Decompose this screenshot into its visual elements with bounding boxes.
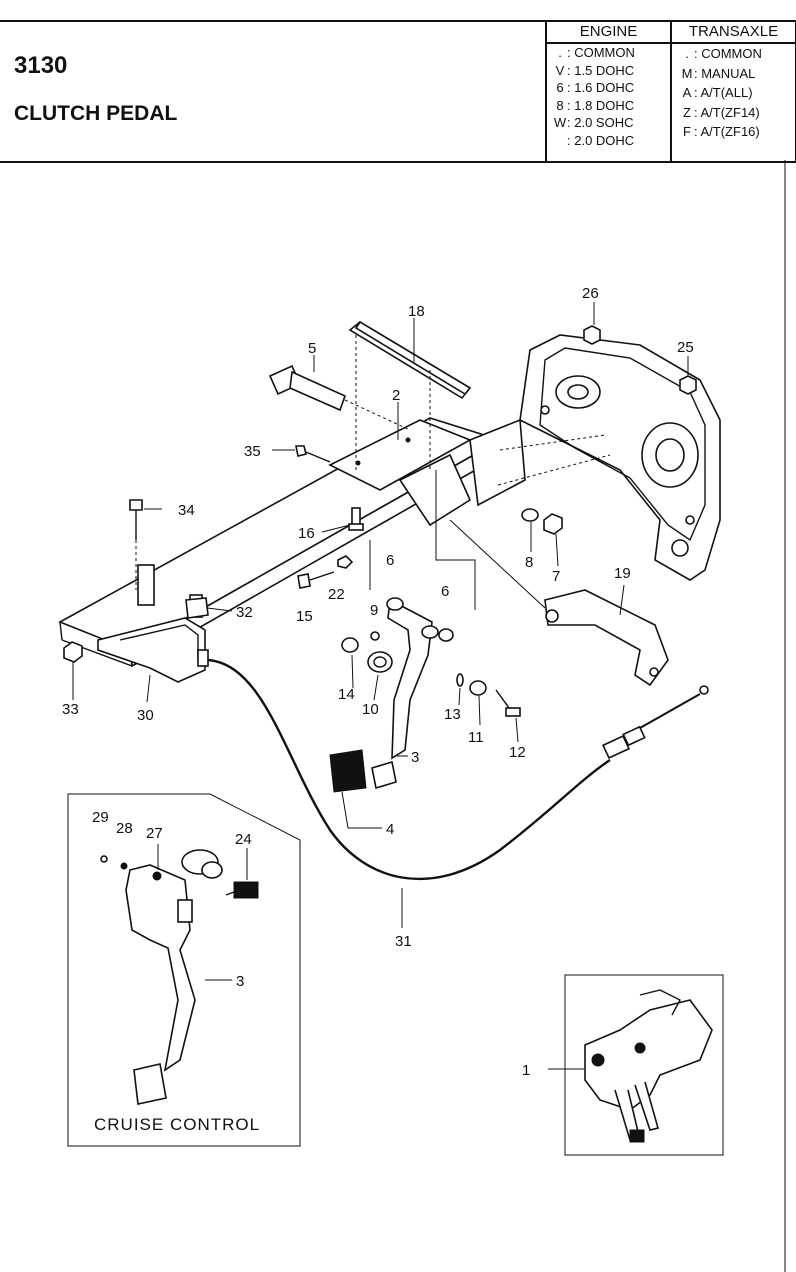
clutch-switch-housing-drawing — [97, 617, 209, 683]
callout-31: 31 — [395, 933, 412, 950]
callout-30: 30 — [137, 707, 154, 724]
callout-32: 32 — [236, 604, 253, 621]
pedal-assembly-drawing — [584, 989, 713, 1143]
callout-4: 4 — [386, 821, 394, 838]
callout-1: 1 — [522, 1062, 530, 1079]
reinforcement-plate-drawing — [348, 320, 472, 470]
pedal-stopper-bracket-drawing — [544, 589, 669, 687]
dash-panel-plate-drawing — [497, 334, 721, 581]
transaxle-row: A: A/T(ALL) — [682, 85, 753, 100]
callout-15: 15 — [296, 608, 313, 625]
engine-row: : 2.0 DOHC — [567, 132, 635, 148]
callout-33: 33 — [62, 701, 79, 718]
washer-drawing — [469, 680, 487, 696]
callout-25: 25 — [677, 339, 694, 356]
cruise-control-caption: CRUISE CONTROL — [94, 1115, 260, 1134]
callout-3: 3 — [411, 749, 419, 766]
callout-35: 35 — [244, 443, 261, 460]
transaxle-row: Z: A/T(ZF14) — [683, 104, 760, 120]
transaxle-legend: TRANSAXLE .: COMMON M: MANUAL A: A/T(ALL… — [672, 20, 795, 162]
code-legend: ENGINE .: COMMON V: 1.5 DOHC 6: 1.6 DOHC… — [545, 20, 796, 162]
washer-drawing — [521, 508, 539, 522]
pivot-bolt-drawing — [268, 364, 411, 431]
bracket-drawing — [185, 597, 209, 619]
callout-6: 6 — [441, 583, 449, 600]
callout-28: 28 — [116, 820, 133, 837]
bushing-drawing — [341, 637, 359, 653]
bolt-drawing — [495, 689, 521, 717]
callout-22: 22 — [328, 586, 345, 603]
callout-labels: 18 5 2 35 34 16 26 25 8 7 19 6 6 9 22 15… — [62, 285, 694, 1079]
bushing-drawing — [438, 628, 454, 642]
assembly-inset — [564, 974, 724, 1156]
nut-drawing — [679, 375, 697, 395]
engine-legend: ENGINE .: COMMON V: 1.5 DOHC 6: 1.6 DOHC… — [547, 20, 672, 162]
cruise-control-inset: CRUISE CONTROL — [67, 793, 301, 1147]
callout-29: 29 — [92, 809, 109, 826]
bolt-drawing — [348, 507, 364, 531]
callout-leaders — [72, 302, 689, 1070]
engine-legend-title: ENGINE — [547, 20, 670, 44]
header-top-rule — [0, 20, 796, 22]
engine-row: W: 2.0 SOHC — [553, 115, 634, 130]
part-number: 3130 — [14, 52, 68, 79]
engine-row: 6: 1.6 DOHC — [556, 80, 635, 95]
bushing-drawing — [370, 631, 380, 641]
transaxle-row: M: MANUAL — [681, 65, 756, 81]
callout-12: 12 — [509, 744, 526, 761]
nut-drawing — [337, 555, 354, 569]
nut-drawing — [543, 513, 563, 535]
callout-11: 11 — [468, 729, 484, 746]
callout-7: 7 — [552, 568, 560, 585]
transaxle-legend-title: TRANSAXLE — [672, 20, 795, 44]
header-bottom-rule — [0, 161, 796, 163]
callout-5: 5 — [308, 340, 316, 357]
clutch-cable-drawing — [207, 658, 709, 881]
bolt-drawing — [295, 445, 331, 463]
callout-9: 9 — [370, 602, 378, 619]
callout-34: 34 — [178, 502, 195, 519]
callout-8: 8 — [525, 554, 533, 571]
cruise-pedal-drawing — [100, 849, 259, 1105]
transaxle-row: .: COMMON — [685, 46, 762, 61]
callout-3: 3 — [236, 973, 244, 990]
engine-row: .: COMMON — [558, 45, 635, 60]
callout-27: 27 — [146, 825, 163, 842]
inset-frame — [67, 793, 301, 1147]
callout-24: 24 — [235, 831, 252, 848]
callout-6: 6 — [386, 552, 394, 569]
clutch-pedal-arm-drawing — [367, 597, 439, 760]
bolt-drawing — [297, 571, 335, 589]
inset-frame — [564, 974, 724, 1156]
engine-row: 8: 1.8 DOHC — [556, 97, 635, 113]
callout-26: 26 — [582, 285, 599, 302]
callout-16: 16 — [298, 525, 315, 542]
bolt-drawing — [129, 499, 143, 590]
callout-2: 2 — [392, 387, 400, 404]
callout-18: 18 — [408, 303, 425, 320]
clip-drawing — [456, 673, 464, 687]
part-name: CLUTCH PEDAL — [14, 102, 178, 125]
pedal-pad-drawing — [329, 749, 397, 793]
nut-drawing — [583, 325, 601, 345]
engine-row: V: 1.5 DOHC — [555, 62, 635, 78]
pedal-bracket-drawing — [58, 417, 526, 668]
callout-13: 13 — [444, 706, 461, 723]
callout-19: 19 — [614, 565, 631, 582]
transaxle-row: F: A/T(ZF16) — [683, 124, 760, 139]
nut-drawing — [63, 641, 83, 663]
callout-14: 14 — [338, 686, 355, 703]
callout-10: 10 — [362, 701, 379, 718]
